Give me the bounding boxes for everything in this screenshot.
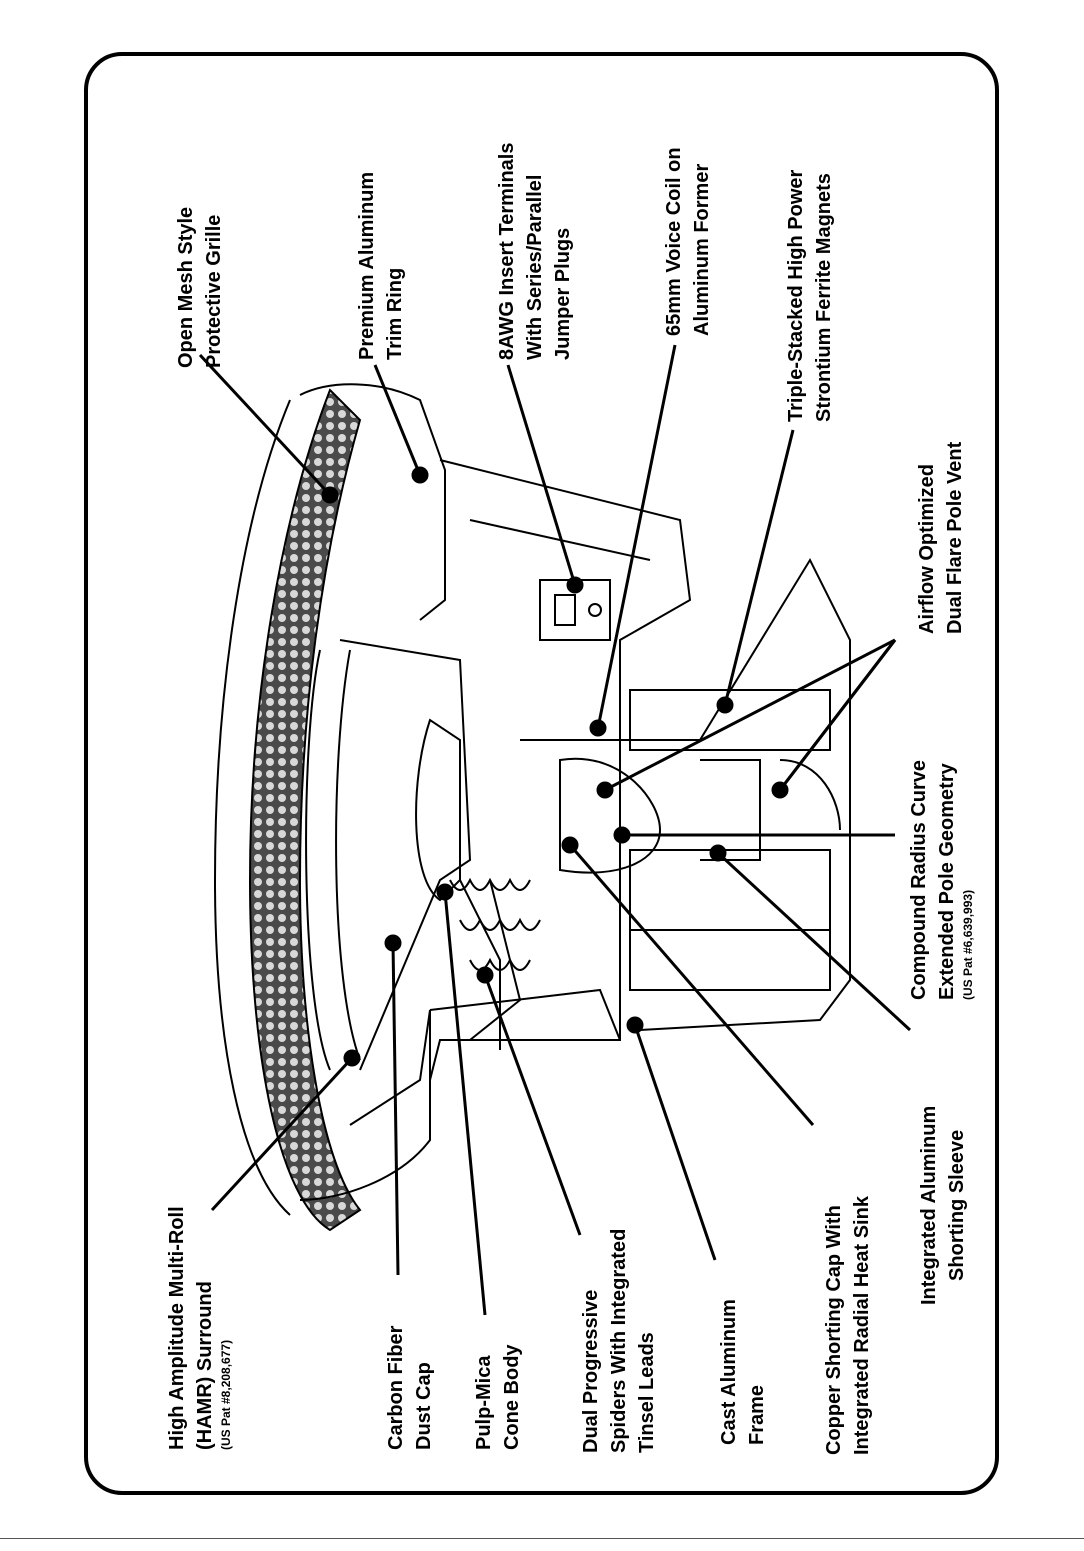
label-surround: High Amplitude Multi-Roll(HAMR) Surround… bbox=[166, 1206, 233, 1450]
diagram-border bbox=[84, 52, 999, 1495]
trim-ring bbox=[213, 383, 446, 1216]
bottom-rule bbox=[0, 1538, 1084, 1539]
motor-structure bbox=[520, 557, 851, 1031]
dust-cap bbox=[415, 718, 461, 902]
grille-ring bbox=[248, 388, 362, 1232]
spiders bbox=[449, 877, 541, 971]
leader-lines bbox=[198, 344, 912, 1316]
cone-body bbox=[305, 639, 472, 1071]
